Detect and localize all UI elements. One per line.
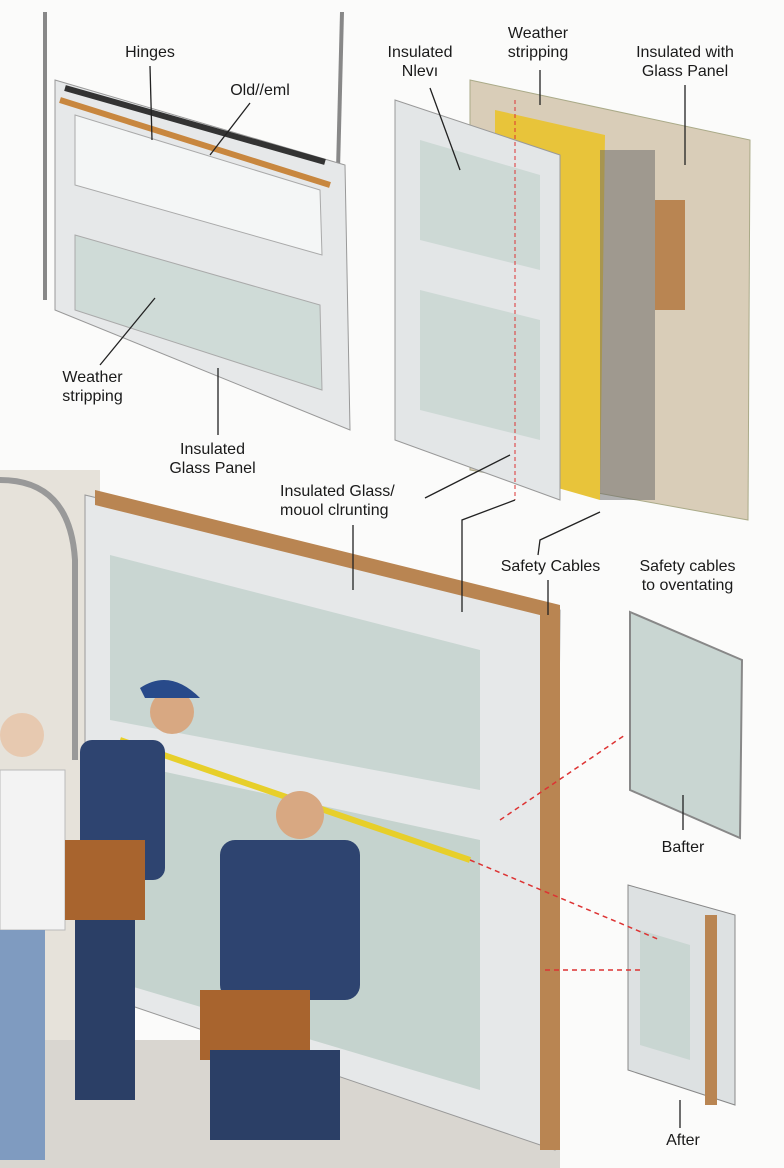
label-after: After	[666, 1132, 700, 1149]
label-insulated-glass-mounting: Insulated Glass/ mouol clrunting	[280, 483, 395, 519]
label-hinges: Hinges	[125, 44, 175, 61]
workers	[0, 680, 360, 1160]
label-weather-stripping-left: Weather stripping	[62, 369, 123, 405]
red-dashed-arrows	[469, 734, 661, 971]
label-weather-stripping-right: Weather stripping	[507, 25, 569, 61]
label-insulated-glass-panel-left: Insulated Glass Panel	[169, 441, 256, 477]
label-safety-cables-to: Safety cables to oventating	[639, 558, 736, 594]
label-insulated-with-glass-panel: Insulated with Glass Panel	[636, 44, 734, 80]
leader-lines	[99, 65, 686, 1128]
label-safety-cables: Safety Cables	[500, 558, 601, 575]
label-before: Bafter	[661, 839, 705, 856]
label-old-seal: Old//eml	[230, 82, 290, 99]
top-right-cutaway	[394, 79, 751, 521]
top-left-door-panel	[43, 11, 351, 431]
before-after-panels	[627, 610, 744, 1106]
label-insulated-new: Insulated Nlevı	[387, 44, 453, 80]
